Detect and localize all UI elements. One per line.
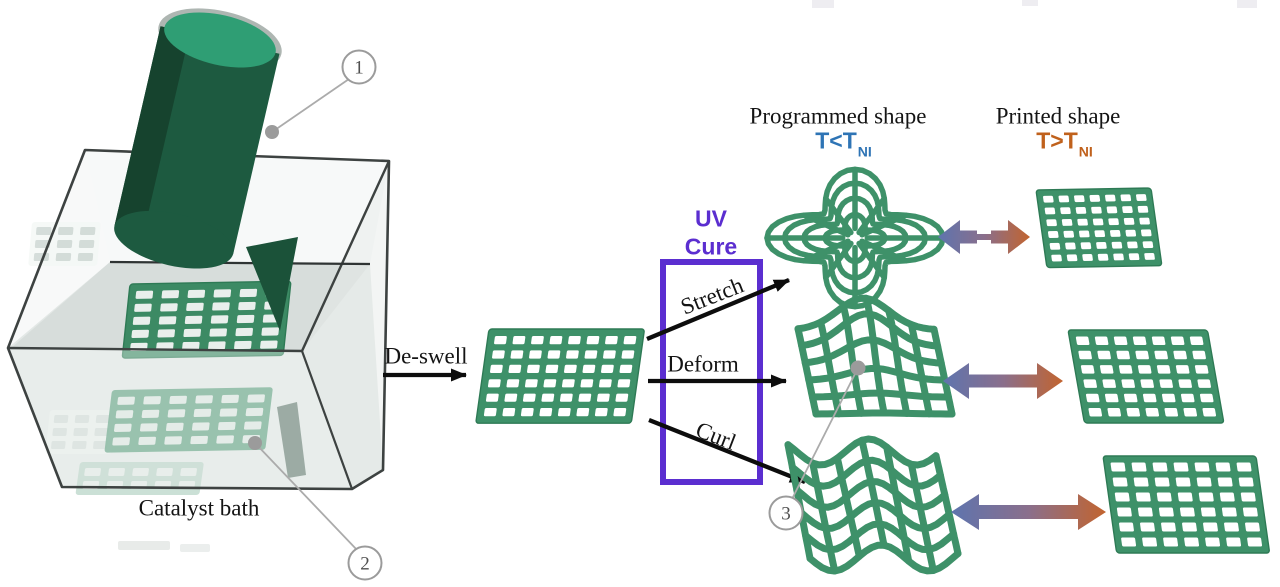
de-swelled-grid bbox=[475, 328, 645, 424]
glass-right-wall bbox=[302, 161, 389, 489]
temp-subscript: NI bbox=[857, 143, 872, 160]
nozzle-top-face bbox=[164, 12, 276, 68]
bath-grid-lower bbox=[104, 387, 273, 453]
uv-cure-label-line2: Cure bbox=[684, 233, 738, 260]
callout-1-circle bbox=[341, 49, 377, 85]
callout-2-dot bbox=[248, 436, 262, 450]
nozzle-bottom bbox=[114, 210, 234, 269]
nozzle-shadow bbox=[277, 402, 306, 478]
printed-temp-label: T>TNI bbox=[1036, 127, 1093, 160]
callout-3-dot bbox=[850, 360, 866, 376]
callout-1-number: 1 bbox=[354, 57, 364, 79]
programmed-temp-label: T<TNI bbox=[815, 127, 872, 160]
temperature-transition-arrows bbox=[938, 220, 1106, 530]
nozzle-body-shade bbox=[114, 26, 190, 233]
deform-label: Deform bbox=[667, 351, 739, 377]
catalyst-bath-label: Catalyst bath bbox=[138, 495, 260, 521]
floor-reflection bbox=[180, 544, 210, 552]
printed-temp-main: T>T bbox=[1036, 127, 1078, 154]
programmed-shape-deformed-bump bbox=[794, 294, 956, 418]
callout-2-circle bbox=[347, 545, 383, 581]
printed-grid-row3 bbox=[1102, 455, 1270, 554]
gradient-double-arrow bbox=[938, 220, 1030, 254]
programmed-temp-main: T<T bbox=[815, 127, 857, 154]
process-arrows bbox=[646, 278, 806, 484]
gradient-double-arrow bbox=[951, 494, 1106, 530]
callout-3-number: 3 bbox=[781, 503, 791, 525]
de-swell-label: De-swell bbox=[384, 343, 468, 369]
callout-3 bbox=[768, 360, 866, 531]
programmed-shape-title: Programmed shape bbox=[749, 103, 927, 129]
reflection-grid bbox=[45, 410, 116, 454]
callouts-left bbox=[248, 49, 383, 581]
nozzle-tip-cone bbox=[246, 237, 298, 331]
uv-cure-label-line1: UV bbox=[695, 205, 727, 232]
waterline bbox=[109, 260, 371, 266]
callout-3-line bbox=[791, 367, 859, 500]
stretch-arrow bbox=[646, 278, 790, 341]
callout-2-line bbox=[254, 442, 359, 552]
reflection-grid bbox=[28, 222, 101, 266]
printed-shape-title: Printed shape bbox=[995, 103, 1121, 129]
printed-grid-row1 bbox=[1035, 187, 1163, 269]
glass-front-wall bbox=[8, 348, 352, 489]
printing-nozzle bbox=[114, 8, 298, 331]
callout-1-line bbox=[271, 78, 350, 133]
callout-2-number: 2 bbox=[360, 553, 370, 575]
curl-arrow bbox=[648, 418, 806, 484]
callout-1-dot bbox=[265, 125, 279, 139]
printed-grid-row2 bbox=[1067, 329, 1225, 424]
floor-reflection bbox=[118, 541, 170, 550]
programmed-shape-stretched-star bbox=[764, 166, 946, 310]
bath-grid-printed bbox=[121, 280, 292, 359]
cropped-text-artifacts bbox=[812, 0, 1257, 8]
gradient-double-arrow bbox=[943, 363, 1063, 399]
temp-subscript: NI bbox=[1078, 143, 1093, 160]
callout-3-circle bbox=[768, 495, 804, 531]
box-front-right-edge bbox=[300, 350, 354, 490]
programmed-shape-curled-wave bbox=[784, 435, 962, 575]
